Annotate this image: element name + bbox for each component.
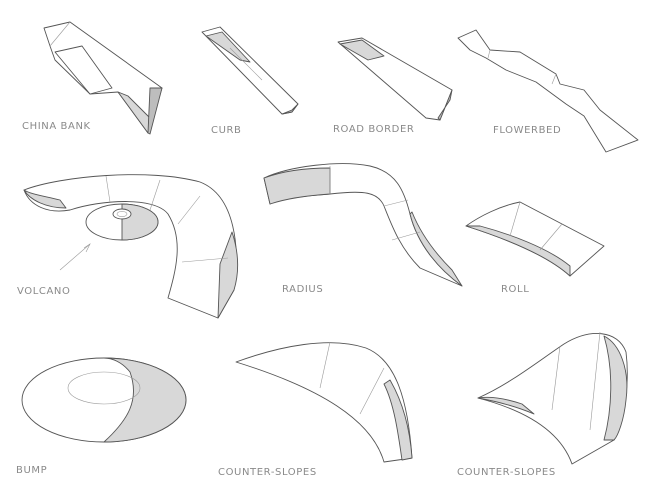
label-roll: ROLL: [501, 284, 530, 295]
bump-drawing: [21, 357, 187, 443]
road-border-drawing: [337, 37, 453, 121]
label-flowerbed: FLOWERBED: [493, 125, 562, 136]
counter-slopes-2-drawing: [477, 331, 628, 465]
label-counter-slopes-2: COUNTER-SLOPES: [457, 467, 556, 478]
label-china-bank: CHINA BANK: [22, 121, 91, 132]
roll-drawing: [465, 201, 605, 277]
label-bump: BUMP: [16, 465, 48, 476]
volcano-drawing: [23, 174, 239, 319]
flowerbed-drawing: [457, 29, 639, 153]
label-radius: RADIUS: [282, 284, 324, 295]
label-counter-slopes-1: COUNTER-SLOPES: [218, 467, 317, 478]
counter-slopes-1-drawing: [235, 341, 413, 463]
label-road-border: ROAD BORDER: [333, 124, 415, 135]
china-bank-drawing: [43, 21, 163, 135]
label-curb: CURB: [211, 125, 242, 136]
radius-drawing: [263, 163, 463, 287]
curb-drawing: [201, 26, 299, 115]
label-volcano: VOLCANO: [17, 286, 71, 297]
